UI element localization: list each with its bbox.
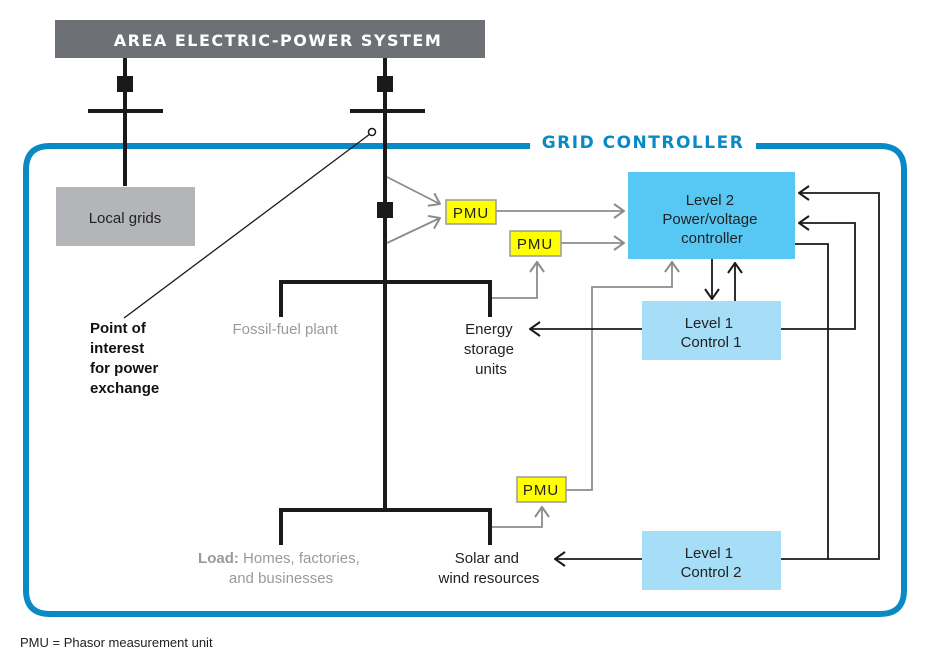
level2-controller-box (628, 172, 795, 259)
area-power-system-bar (55, 20, 485, 58)
point-of-interest-leader (123, 133, 371, 319)
feedback-control2-to-level2 (799, 193, 880, 560)
energy-storage-label: Energy storage units (464, 321, 518, 378)
pmu-box: PMU (445, 199, 497, 225)
point-of-interest-marker (367, 127, 377, 137)
breaker-icon (377, 76, 393, 92)
grid-controller-label: GRID CONTROLLER (542, 133, 745, 153)
area-power-system-title: AREA ELECTRIC-POWER SYSTEM (114, 31, 443, 50)
breaker-icon (377, 202, 393, 218)
measurement-line (492, 507, 542, 528)
breaker-icon (117, 76, 133, 92)
point-of-interest-label: Point of interest for power exchange (90, 320, 163, 397)
measurement-line (566, 262, 672, 491)
level2-to-control2 (781, 243, 829, 560)
measurement-line (386, 218, 440, 244)
level1-control1-box (642, 301, 781, 360)
level1-control2-label: Level 1 Control 2 (681, 545, 742, 581)
fossil-fuel-plant-label: Fossil-fuel plant (232, 321, 338, 338)
svg-text:PMU: PMU (523, 482, 559, 499)
local-grids-label: Local grids (89, 210, 162, 227)
feedback-control1-to-level2 (781, 223, 856, 330)
measurement-line (492, 262, 537, 299)
measurement-line (386, 176, 440, 204)
svg-text:PMU: PMU (517, 236, 553, 253)
grid-controller-border (23, 143, 907, 617)
pmu-box: PMU (516, 476, 567, 503)
load-label: Load: Homes, factories, and businesses (198, 550, 364, 587)
upper-branch-bus (279, 280, 492, 317)
lower-branch-bus (279, 508, 492, 545)
solar-wind-label: Solar and wind resources (438, 550, 540, 587)
level1-control2-box (642, 531, 781, 590)
local-grids-box (56, 187, 195, 246)
pmu-box: PMU (509, 230, 562, 257)
svg-text:PMU: PMU (453, 205, 489, 222)
level2-controller-label: Level 2 Power/voltage controller (662, 192, 761, 247)
footnote: PMU = Phasor measurement unit (20, 635, 213, 650)
level1-control1-label: Level 1 Control 1 (681, 315, 742, 351)
